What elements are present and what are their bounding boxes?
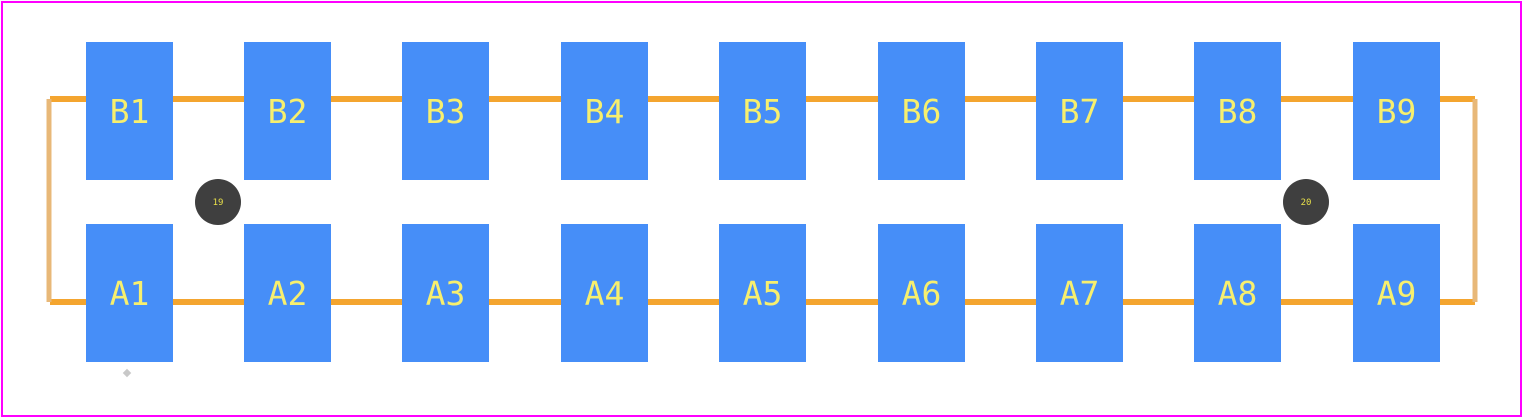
pad-label: B5 <box>743 92 783 131</box>
pad-b4: B4 <box>561 42 648 180</box>
pad-rect <box>1353 224 1440 362</box>
pad-label: B1 <box>110 92 150 131</box>
pad-label: B3 <box>426 92 466 131</box>
pad-a9: A9 <box>1353 224 1440 362</box>
pad-b9: B9 <box>1353 42 1440 180</box>
pad-label: B7 <box>1060 92 1100 131</box>
pin1-origin-marker <box>122 368 132 378</box>
pad-label: B4 <box>585 92 625 131</box>
mounting-hole-label: 19 <box>213 198 224 208</box>
mounting-hole-circle <box>195 179 241 225</box>
pad-b7: B7 <box>1036 42 1123 180</box>
mounting-hole-20: 20 <box>1283 179 1329 225</box>
pad-a1: A1 <box>86 224 173 362</box>
pad-a8: A8 <box>1194 224 1281 362</box>
pad-rect <box>719 224 806 362</box>
pad-rect <box>244 42 331 180</box>
pad-b6: B6 <box>878 42 965 180</box>
pad-b5: B5 <box>719 42 806 180</box>
pad-label: A7 <box>1060 274 1100 313</box>
pad-rect <box>561 42 648 180</box>
mounting-hole-circle <box>1283 179 1329 225</box>
pad-a2: A2 <box>244 224 331 362</box>
pad-label: A6 <box>902 274 942 313</box>
pad-rect <box>1194 42 1281 180</box>
pad-b1: B1 <box>86 42 173 180</box>
pad-a4: A4 <box>561 224 648 362</box>
pad-label: A3 <box>426 274 466 313</box>
pad-rect <box>244 224 331 362</box>
pad-label: A4 <box>585 274 625 313</box>
pad-rect <box>402 42 489 180</box>
pad-label: A5 <box>743 274 783 313</box>
pad-label: A1 <box>110 274 150 313</box>
pad-rect <box>561 224 648 362</box>
pad-a3: A3 <box>402 224 489 362</box>
pad-label: A8 <box>1218 274 1258 313</box>
pad-rect <box>1036 224 1123 362</box>
pad-label: B9 <box>1377 92 1417 131</box>
pad-b2: B2 <box>244 42 331 180</box>
mounting-hole-label: 20 <box>1301 198 1312 208</box>
pad-rect <box>86 224 173 362</box>
pad-rect <box>86 42 173 180</box>
pad-a7: A7 <box>1036 224 1123 362</box>
pad-label: A2 <box>268 274 308 313</box>
pad-rect <box>402 224 489 362</box>
mounting-hole-19: 19 <box>195 179 241 225</box>
pad-b3: B3 <box>402 42 489 180</box>
pad-rect <box>1353 42 1440 180</box>
pad-label: B6 <box>902 92 942 131</box>
pad-row-a: A1 A2 A3 A4 A5 A6 A7 A8 A9 <box>86 224 1440 362</box>
pad-rect <box>1036 42 1123 180</box>
pad-rect <box>719 42 806 180</box>
pad-rect <box>1194 224 1281 362</box>
pad-label: B8 <box>1218 92 1258 131</box>
pad-a5: A5 <box>719 224 806 362</box>
pad-a6: A6 <box>878 224 965 362</box>
pad-label: B2 <box>268 92 308 131</box>
pad-rect <box>878 224 965 362</box>
pad-b8: B8 <box>1194 42 1281 180</box>
pad-row-b: B1 B2 B3 B4 B5 B6 B7 B8 B9 <box>86 42 1440 180</box>
pad-label: A9 <box>1377 274 1417 313</box>
pad-rect <box>878 42 965 180</box>
